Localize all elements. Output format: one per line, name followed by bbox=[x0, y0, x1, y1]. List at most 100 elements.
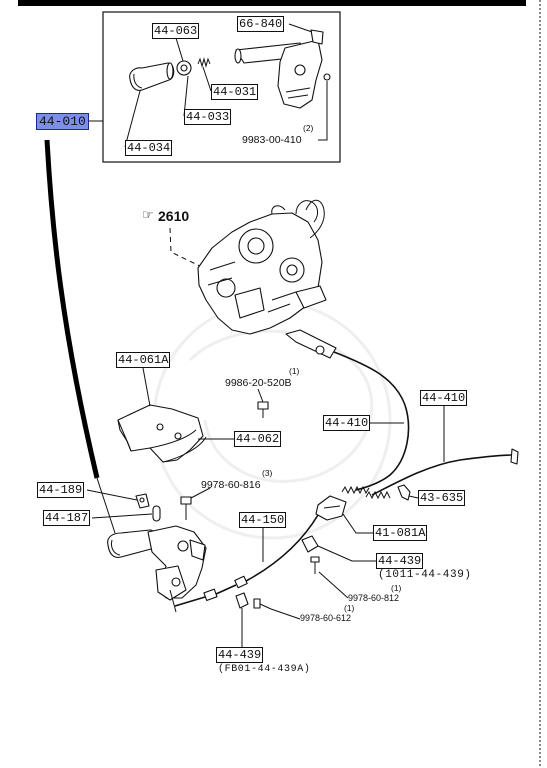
callout-44-187: 44-187 bbox=[43, 510, 91, 526]
lever-ratchet-plate bbox=[189, 539, 206, 561]
switch-button bbox=[139, 497, 145, 503]
callout-41-081a: 41-081A bbox=[373, 525, 428, 541]
watermark-swirl bbox=[188, 329, 374, 483]
equalizer-41-081a bbox=[315, 495, 347, 521]
cable-44-150-start bbox=[174, 596, 206, 607]
clip-43-635 bbox=[397, 484, 411, 501]
part-44-189 bbox=[135, 493, 150, 509]
equalizer-slot bbox=[323, 505, 341, 509]
leader-44-187 bbox=[91, 513, 153, 519]
leader-44-189 bbox=[86, 489, 138, 501]
knob-shade bbox=[133, 73, 143, 89]
reference-group-number: 2610 bbox=[158, 208, 190, 224]
callout-44-189: 44-189 bbox=[37, 482, 85, 498]
lever-clip-66-840 bbox=[310, 29, 324, 45]
cable-44-410-right-end bbox=[510, 448, 519, 465]
clip-44-439-right bbox=[301, 535, 319, 553]
return-spring-2 bbox=[365, 490, 391, 500]
bracket-edge bbox=[117, 419, 132, 452]
fastener-9978-60-816: 9978-60-816 bbox=[201, 479, 261, 491]
transaxle-wire bbox=[271, 205, 286, 215]
leader-9978-60-812 bbox=[318, 571, 349, 599]
inset-spring-44-031 bbox=[197, 57, 211, 68]
callout-44-062: 44-062 bbox=[234, 431, 282, 447]
equalizer-body bbox=[315, 495, 347, 521]
bolt-9978-60-612 bbox=[253, 598, 272, 610]
bolt-head bbox=[310, 556, 320, 563]
transaxle-plug bbox=[216, 278, 236, 298]
knob-end bbox=[166, 62, 174, 80]
callout-44-439-lower: 44-439 bbox=[216, 647, 264, 663]
cable-44-150-ferrule bbox=[203, 588, 218, 602]
leader-44-061a bbox=[142, 367, 151, 407]
transaxle-hatching bbox=[207, 261, 297, 313]
lever-cable-pin bbox=[171, 577, 181, 587]
leader-9978-60-816 bbox=[190, 487, 211, 499]
cable-44-150-mid bbox=[215, 584, 237, 595]
callout-44-010-highlighted: 44-010 bbox=[36, 113, 89, 130]
callout-44-031: 44-031 bbox=[211, 84, 259, 100]
bolt-head bbox=[253, 598, 261, 609]
clip-44-439-lower bbox=[235, 592, 249, 609]
leader-44-439-right bbox=[317, 545, 376, 562]
leader-9986-20-520b bbox=[257, 388, 264, 403]
fastener-9978-60-812: 9978-60-812 bbox=[348, 593, 400, 603]
fastener-9978-60-816-qty: (3) bbox=[262, 468, 273, 478]
bracket-44-061a bbox=[117, 404, 204, 463]
leader-66-840 bbox=[288, 23, 313, 33]
transaxle-bracket bbox=[234, 287, 265, 319]
leader-lines bbox=[86, 367, 445, 647]
callout-44-150: 44-150 bbox=[239, 512, 287, 528]
inset-frame bbox=[102, 11, 341, 163]
lever-grip-shade bbox=[111, 539, 121, 556]
top-border-bar bbox=[18, 0, 526, 6]
fastener-9978-60-612-qty: (1) bbox=[344, 603, 355, 613]
leader-44-063 bbox=[175, 37, 184, 62]
knob-body bbox=[129, 62, 175, 91]
alternate-part-44-439-lower: (FB01-44-439A) bbox=[218, 664, 311, 675]
lever-pivot bbox=[294, 64, 306, 76]
cable-44-010-thin bbox=[96, 477, 116, 534]
callout-44-410-mid: 44-410 bbox=[323, 415, 371, 431]
leader-44-034 bbox=[124, 90, 141, 148]
return-spring-1 bbox=[341, 485, 370, 495]
callout-66-840: 66-840 bbox=[237, 16, 285, 32]
cable-44-150-rod bbox=[169, 589, 177, 613]
fastener-9978-60-812-qty: (1) bbox=[391, 583, 402, 593]
fastener-9978-60-612: 9978-60-612 bbox=[300, 613, 352, 623]
lever-base bbox=[155, 565, 187, 601]
cable-end-nut bbox=[315, 345, 325, 355]
callout-44-439-right: 44-439 bbox=[376, 553, 424, 569]
cover-44-062 bbox=[149, 429, 207, 463]
transaxle-boss-hub bbox=[286, 264, 298, 276]
lever-pivot-pin bbox=[177, 540, 189, 552]
parking-brake-lever-assembly bbox=[107, 525, 207, 601]
bolt-9986-20-520b bbox=[257, 401, 269, 418]
fastener-9986-20-520b: 9986-20-520B bbox=[225, 377, 292, 389]
cable-44-410-left bbox=[333, 351, 410, 491]
inset-lever-66-840 bbox=[234, 29, 331, 109]
bolt-9978-60-812 bbox=[310, 556, 320, 574]
lever-handle-end bbox=[234, 48, 242, 64]
bolt-head bbox=[257, 401, 269, 410]
bracket-hole-2 bbox=[174, 432, 182, 440]
inset-nut-44-063 bbox=[176, 60, 192, 76]
leader-9978-60-612 bbox=[270, 608, 301, 620]
callout-44-063: 44-063 bbox=[152, 23, 200, 39]
bolt-shank bbox=[259, 603, 272, 610]
cable-end-sleeve bbox=[285, 329, 337, 359]
transaxle-hose-2 bbox=[305, 199, 325, 239]
callout-44-034: 44-034 bbox=[125, 140, 173, 156]
inset-bolt-qty: (2) bbox=[303, 123, 314, 133]
cable-44-150-main bbox=[245, 514, 319, 582]
leader-9983-00-410 bbox=[318, 81, 328, 141]
transaxle-assembly bbox=[197, 199, 327, 335]
inset-bolt bbox=[323, 73, 331, 81]
cable-44-410-right bbox=[371, 454, 515, 496]
nut-inner bbox=[180, 64, 188, 72]
pointing-hand-icon bbox=[142, 208, 154, 224]
cable-44-010-thick bbox=[44, 139, 100, 479]
pin-44-187 bbox=[152, 505, 161, 522]
